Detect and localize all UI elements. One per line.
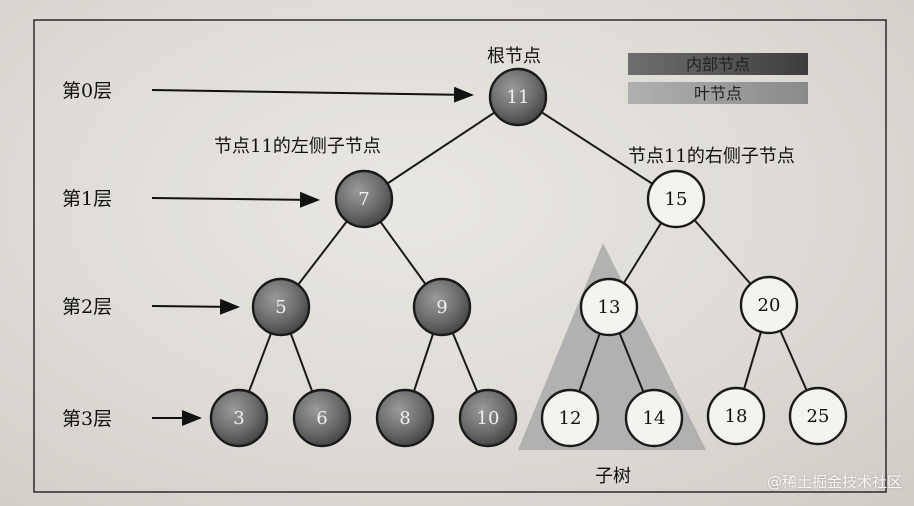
tree-node-15: 15	[646, 169, 706, 229]
right-child-caption: 节点11的右侧子节点	[628, 146, 795, 167]
node-label-5: 5	[275, 297, 286, 318]
tree-node-20: 20	[739, 275, 799, 335]
legend-internal-swatch	[628, 53, 808, 75]
edge-n11-n15	[517, 96, 677, 200]
node-circle-10	[458, 388, 518, 448]
edge-n11-n7	[363, 96, 519, 200]
tree-node-14: 14	[624, 388, 684, 448]
tree-node-25: 25	[788, 386, 848, 446]
node-circle-25	[788, 386, 848, 446]
node-label-10: 10	[477, 408, 500, 429]
node-circle-18	[706, 386, 766, 446]
level0-label: 第0层	[62, 80, 112, 102]
level1-arrow	[151, 191, 320, 208]
level-arrows	[151, 86, 474, 426]
nodes-layer: 11 7 15 5 9 13 20 3 6 8 10 12 14 18 25	[209, 67, 848, 448]
node-label-20: 20	[758, 295, 781, 316]
node-circle-7	[334, 169, 394, 229]
tree-node-5: 5	[251, 277, 311, 337]
node-circle-9	[412, 277, 472, 337]
legend-leaf-label: 叶节点	[694, 84, 742, 103]
watermark: @稀土掘金技术社区	[766, 473, 902, 491]
node-label-12: 12	[559, 408, 582, 429]
node-circle-20	[739, 275, 799, 335]
root-node-caption: 根节点	[487, 46, 541, 67]
subtree-caption: 子树	[595, 466, 631, 487]
tree-node-10: 10	[458, 388, 518, 448]
node-label-6: 6	[316, 408, 327, 429]
tree-node-13: 13	[579, 277, 639, 337]
legend-leaf-swatch	[628, 82, 808, 104]
tree-node-7: 7	[334, 169, 394, 229]
tree-node-11: 11	[488, 67, 548, 127]
level3-label: 第3层	[62, 408, 112, 430]
tree-node-6: 6	[292, 388, 352, 448]
node-circle-13	[579, 277, 639, 337]
left-child-caption: 节点11的左侧子节点	[214, 136, 381, 157]
node-label-25: 25	[807, 406, 830, 427]
node-circle-11	[488, 67, 548, 127]
node-label-7: 7	[358, 189, 369, 210]
node-circle-3	[209, 388, 269, 448]
node-label-18: 18	[725, 406, 748, 427]
level1-label: 第1层	[62, 188, 112, 210]
node-label-3: 3	[233, 408, 244, 429]
node-label-11: 11	[507, 87, 530, 108]
node-circle-5	[251, 277, 311, 337]
legend-internal-label: 内部节点	[686, 55, 750, 74]
level2-label: 第2层	[62, 296, 112, 318]
node-label-8: 8	[399, 408, 410, 429]
tree-node-9: 9	[412, 277, 472, 337]
level0-arrow	[151, 86, 474, 103]
tree-node-3: 3	[209, 388, 269, 448]
legend: 内部节点 叶节点	[628, 53, 808, 104]
level2-arrow	[151, 298, 240, 315]
diagram-frame	[33, 19, 887, 493]
tree-node-18: 18	[706, 386, 766, 446]
node-circle-6	[292, 388, 352, 448]
node-circle-14	[624, 388, 684, 448]
node-circle-15	[646, 169, 706, 229]
node-circle-12	[540, 388, 600, 448]
tree-node-8: 8	[375, 388, 435, 448]
node-label-9: 9	[436, 297, 447, 318]
tree-node-12: 12	[540, 388, 600, 448]
node-label-14: 14	[643, 408, 666, 429]
node-circle-8	[375, 388, 435, 448]
node-label-13: 13	[598, 297, 621, 318]
node-label-15: 15	[665, 189, 688, 210]
